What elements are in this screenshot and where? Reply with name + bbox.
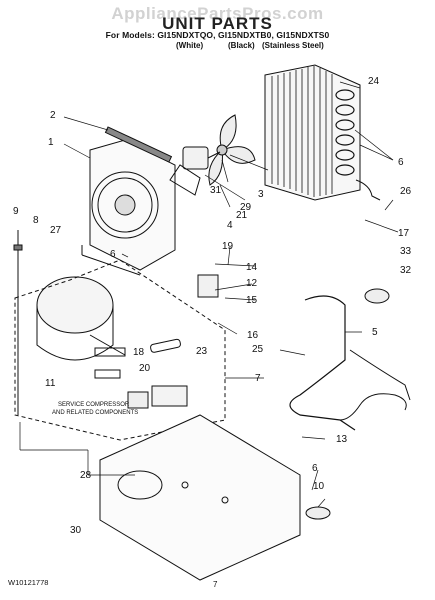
callout-6-base: 6 xyxy=(312,463,318,474)
callout-6-panel: 6 xyxy=(110,249,116,260)
page-number: 7 xyxy=(213,580,218,589)
callout-9: 9 xyxy=(13,206,19,217)
callout-1: 1 xyxy=(48,137,54,148)
callout-16: 16 xyxy=(247,330,259,341)
callout-32: 32 xyxy=(400,265,412,276)
callout-8: 8 xyxy=(33,215,39,226)
compressor xyxy=(36,276,126,379)
models-line: For Models: GI15NDXTQO, GI15NDXTB0, GI15… xyxy=(105,30,330,40)
filter-drier xyxy=(150,338,181,353)
service-note-line2: AND RELATED COMPONENTS xyxy=(52,410,138,416)
callout-6-condenser: 6 xyxy=(398,157,404,168)
variant-stainless: (Stainless Steel) xyxy=(262,41,324,50)
foot-pad xyxy=(305,506,331,520)
callout-26: 26 xyxy=(400,186,412,197)
wiring-harness xyxy=(289,295,356,431)
callout-21: 21 xyxy=(236,210,248,221)
power-cord xyxy=(339,393,407,421)
condenser-coil xyxy=(264,64,381,201)
callout-18: 18 xyxy=(133,347,145,358)
callout-24: 24 xyxy=(368,76,380,87)
doc-number: W10121778 xyxy=(8,578,49,587)
callout-3: 3 xyxy=(258,189,264,200)
fan-shroud-panel xyxy=(81,139,176,276)
base-pan xyxy=(99,414,301,581)
callout-10: 10 xyxy=(313,481,325,492)
callout-28: 28 xyxy=(80,470,92,481)
callout-12: 12 xyxy=(246,278,258,289)
variant-white: (White) xyxy=(176,41,204,50)
callout-15: 15 xyxy=(246,295,258,306)
callout-5: 5 xyxy=(372,327,378,338)
control-box xyxy=(197,274,219,298)
page-title: UNIT PARTS xyxy=(162,14,273,33)
condenser-fan xyxy=(208,114,256,186)
callout-4: 4 xyxy=(227,220,233,231)
callout-2: 2 xyxy=(50,110,56,121)
relay-overload xyxy=(151,385,188,407)
callout-14: 14 xyxy=(246,262,258,273)
variant-black: (Black) xyxy=(228,41,255,50)
callout-7: 7 xyxy=(255,373,261,384)
callout-33: 33 xyxy=(400,246,412,257)
start-relay xyxy=(127,391,149,409)
fan-motor xyxy=(169,146,221,196)
callout-29: 29 xyxy=(240,202,252,213)
support-foot xyxy=(364,288,390,304)
callout-27: 27 xyxy=(50,225,62,236)
callout-19: 19 xyxy=(222,241,234,252)
callout-13: 13 xyxy=(336,434,348,445)
callout-17: 17 xyxy=(398,228,410,239)
service-region xyxy=(14,259,226,441)
callout-11: 11 xyxy=(45,378,56,389)
service-note-line1: SERVICE COMPRESSOR xyxy=(58,402,130,408)
callout-20: 20 xyxy=(139,363,151,374)
watermark: AppliancePartsPros.com xyxy=(111,4,324,23)
callout-30: 30 xyxy=(70,525,82,536)
callout-25: 25 xyxy=(252,344,264,355)
callout-23: 23 xyxy=(196,346,208,357)
callout-31: 31 xyxy=(210,185,222,196)
